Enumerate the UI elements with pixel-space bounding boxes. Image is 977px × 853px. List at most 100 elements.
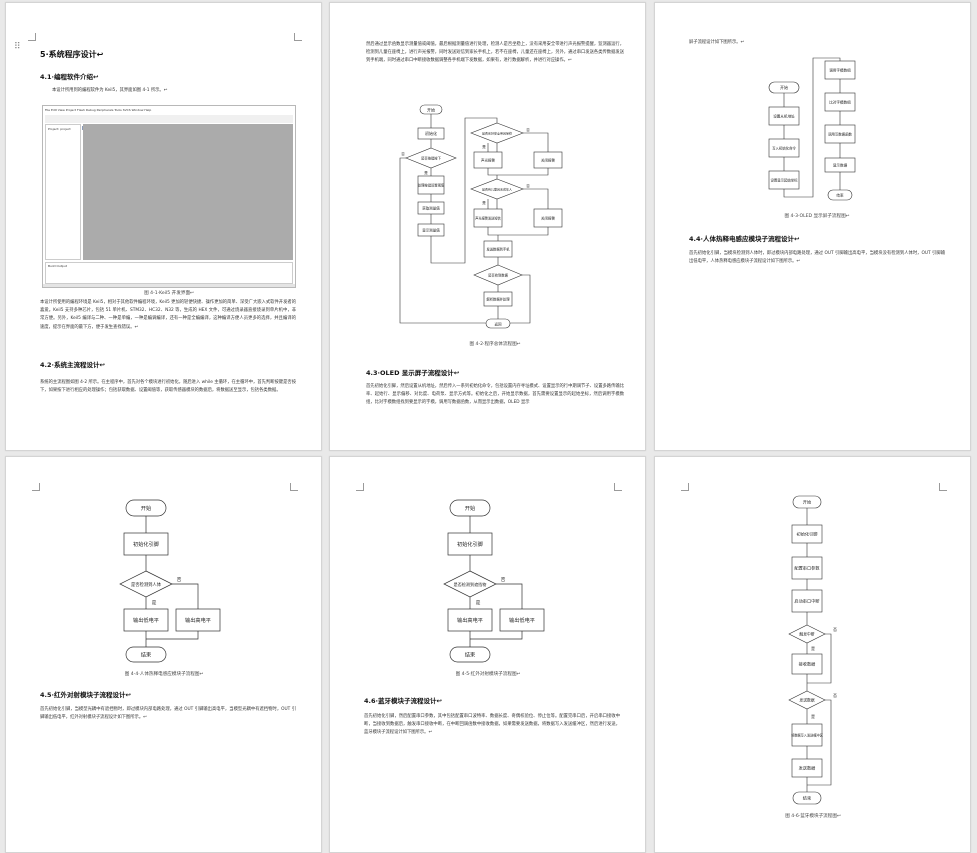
flow-send-label: 发送数据到手机: [486, 247, 510, 252]
pir-start-label: 开始: [141, 504, 152, 512]
ir-high-label: 输出高电平: [457, 616, 483, 624]
flow-show-label: 显示测量值: [422, 228, 440, 233]
pir-init-label: 初始化引脚: [133, 540, 159, 548]
pir-low-label: 输出低电平: [133, 616, 159, 624]
oled-end-label: 结束: [836, 193, 844, 198]
document-page-5: 开始 初始化引脚 是否检测到遮挡物 输出高电平 输出低电平 结束 是 否 图 4…: [329, 456, 646, 853]
paragraph-bt-flow: 首先初始化引脚，然后配置串口参数，其中包括配置串口波特率、数据长度、奇偶校验位、…: [364, 714, 620, 736]
flow-yes-3: 是: [482, 200, 486, 205]
bt-send-q-label: 发送数据: [799, 698, 814, 703]
crop-mark-top-right: [294, 33, 302, 41]
paragraph-oled-flow: 首先初始化引脚，然后设置从机地址，然后传入一系列初始化命令，包括设置内存寻址模式…: [366, 384, 624, 406]
bluetooth-flowchart: 开始 初始化引脚 配置串口参数 启动串口中断 触发中断 接收数据 发送数据 将数…: [788, 495, 837, 805]
crop-mark-top-left: [681, 483, 689, 491]
flow-yes-1: 是: [424, 170, 428, 175]
section-heading-4-1: 4.1·编程软件介绍↩: [40, 73, 99, 81]
bt-yes-2: 是: [811, 714, 815, 719]
bt-send-label: 发送数据: [799, 765, 816, 772]
section-heading-4-5: 4.5·红外对射模块子流程设计↩: [40, 691, 131, 699]
paragraph-pir-flow: 首先初始化引脚，当模块检测到人体时，即过模块内部电路处理，通过 OUT 引脚输出…: [689, 251, 945, 265]
keil-editor-area: [83, 124, 293, 260]
figure-caption-4-2: 图 4-2·程序总体流程图↩: [469, 342, 521, 347]
document-page-1: 5·系统程序设计↩ 4.1·编程软件介绍↩ 本设计所用到的编程软件为 Keil5…: [5, 2, 322, 451]
bt-no-1: 否: [833, 627, 837, 632]
document-page-6: 开始 初始化引脚 配置串口参数 启动串口中断 触发中断 接收数据 发送数据 将数…: [654, 456, 971, 853]
pir-q-label: 是否检测到人体: [131, 581, 162, 588]
paragraph-keil-intro: 本设计所用到的编程软件为 Keil5，其界面如图 4-1 所示。↩: [52, 88, 168, 93]
ir-end-label: 结束: [465, 651, 475, 659]
section-heading-4-4: 4.4·人体热释电感应模块子流程设计↩: [689, 235, 800, 243]
bt-recv-label: 接收数据: [799, 661, 816, 668]
crop-mark-top-right: [614, 483, 622, 491]
crop-mark-top-left: [28, 33, 36, 41]
crop-mark-top-right: [939, 483, 947, 491]
section-heading-4-2: 4.2·系统主流程设计↩: [40, 361, 105, 369]
flow-yes-2: 是: [482, 144, 486, 149]
oled-init-cmd-label: 写入初始化命令: [772, 146, 796, 151]
ir-init-label: 初始化引脚: [457, 540, 483, 548]
ir-low-label: 输出低电平: [509, 616, 535, 624]
pir-yes-label: 是: [152, 600, 157, 606]
bt-init-label: 初始化引脚: [797, 531, 818, 538]
oled-flowchart: 开始 设置从机地址 写入初始化命令 设置显示起始坐标 调用字模数组 比对字模数组…: [768, 57, 856, 201]
pir-end-label: 结束: [141, 651, 151, 659]
paragraph-ir-flow: 首先初始化引脚，当模型光耦中有遮挡物时，即过模块内部电路处理，通过 OUT 引脚…: [40, 707, 296, 721]
document-page-4: 开始 初始化引脚 是否检测到人体 输出低电平 输出高电平 结束 是 否 图 4-…: [5, 456, 322, 853]
keil-project-panel: Project: project: [45, 124, 81, 260]
drag-handle-icon[interactable]: ⠿: [14, 42, 22, 52]
section-heading-4-3: 4.3·OLED 显示屏子流程设计↩: [366, 369, 460, 377]
bt-end-label: 结束: [803, 795, 812, 802]
keil-status-bar: [43, 284, 295, 287]
oled-start-label: 开始: [780, 84, 788, 90]
flow-start-label: 开始: [427, 107, 435, 113]
figure-caption-4-1: 图 4-1·Keil5 开发界面↩: [144, 291, 194, 296]
ir-yes-label: 是: [476, 600, 481, 606]
flow-no-2: 否: [526, 128, 530, 132]
document-page-2: 然后通过显示函数显示测量值或阈值，最后根据测量值进行处理，检测人是否坐稳上，没有…: [329, 2, 646, 451]
figure-caption-4-3: 图 4-3·OLED 显示屏子流程图↩: [784, 214, 850, 219]
oled-coord-label: 设置显示起始坐标: [770, 178, 798, 183]
keil-toolbar: [45, 115, 293, 130]
figure-caption-4-5: 图 4-5·红外对射模块子流程图↩: [455, 672, 521, 677]
bt-yes-1: 是: [811, 646, 815, 651]
figure-caption-4-6: 图 4-6·蓝牙模块子流程图↩: [785, 814, 841, 819]
chapter-heading: 5·系统程序设计↩: [40, 50, 104, 59]
flow-recv-q-label: 是否收到数据: [488, 273, 508, 278]
flow-alarm-2-label: 声光报警发送短信: [475, 216, 501, 221]
flow-close-alarm-1-label: 关闭报警: [541, 158, 555, 163]
pir-high-label: 输出高电平: [185, 616, 211, 624]
document-page-3: 屏子流程设计如下图所示。↩ 开始 设置从机地址 写入初始化命令 设置显示起始坐标…: [654, 2, 971, 451]
flow-read-data-label: 获取测量值: [422, 206, 440, 211]
crop-mark-top-left: [32, 483, 40, 491]
flow-parse-label: 解析数据并处理: [486, 297, 510, 302]
pir-flowchart: 开始 初始化引脚 是否检测到人体 输出低电平 输出高电平 结束 是 否: [119, 499, 221, 663]
flow-child-q-label: 是否有儿童且无成年人: [482, 187, 512, 192]
paragraph-main-flow-cont: 然后通过显示函数显示测量值或阈值，最后根据测量值进行处理，检测人是否坐稳上，没有…: [366, 42, 624, 64]
crop-mark-top-left: [356, 483, 364, 491]
ir-start-label: 开始: [465, 504, 476, 512]
bt-irq-label: 启动串口中断: [794, 598, 820, 605]
section-heading-4-6: 4.6·蓝牙模块子流程设计↩: [364, 697, 442, 705]
crop-mark-top-right: [290, 483, 298, 491]
paragraph-oled-flow-cont: 屏子流程设计如下图所示。↩: [689, 40, 745, 45]
flow-alarm-1-label: 声光报警: [481, 158, 495, 163]
bt-cfg-label: 配置串口参数: [794, 565, 820, 572]
flow-belt-q-label: 是否系好安全带且坐稳: [482, 131, 512, 136]
keil-menu-bar: File Edit View Project Flash Debug Perip…: [45, 108, 152, 112]
flow-no-1: 否: [401, 152, 405, 156]
flow-handle-key-label: 处理按键设置阈值: [418, 183, 445, 188]
flow-init-label: 初始化: [425, 130, 437, 136]
flow-key-q-label: 是否按键按下: [421, 156, 441, 161]
oled-write-label: 调用写数据函数: [828, 132, 852, 137]
oled-display-label: 显示数据: [833, 163, 848, 168]
bt-no-2: 否: [833, 693, 837, 698]
bt-recv-q-label: 触发中断: [799, 632, 814, 637]
main-flowchart: 开始 初始化 是否按键按下 处理按键设置阈值 获取测量值 显示测量值 是否系好安…: [399, 104, 563, 329]
ir-q-label: 是否检测到遮挡物: [454, 581, 487, 587]
pir-no-label: 否: [177, 577, 182, 583]
ir-no-label: 否: [501, 577, 506, 583]
keil-build-output: Build Output: [45, 262, 293, 284]
keil5-screenshot: File Edit View Project Flash Debug Perip…: [42, 105, 296, 288]
oled-compare-label: 比对字模数组: [829, 100, 851, 105]
flow-no-3: 否: [526, 184, 530, 188]
